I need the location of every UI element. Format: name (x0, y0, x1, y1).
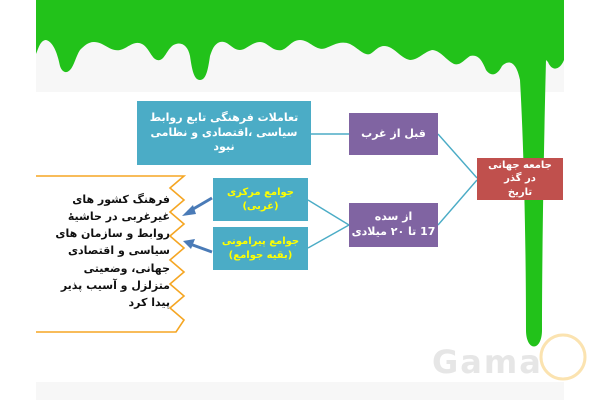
node-cultural-interactions: تعاملات فرهنگی تابع روابط سیاسی ،اقتصادی… (137, 101, 311, 165)
connector-century-periphery (307, 224, 350, 249)
arrow-periphery-shaft (189, 242, 213, 254)
result-text: فرهنگ کشور های غیرغربی در حاشیهٔ روابط و… (55, 193, 170, 309)
node-century-line1: از سده (374, 210, 413, 224)
orange-bracket (36, 175, 187, 333)
arrow-center-head (182, 205, 196, 216)
node-central-line2: (غربی) (242, 200, 279, 212)
result-text-block: فرهنگ کشور های غیرغربی در حاشیهٔ روابط و… (40, 178, 178, 324)
connector-century-center (307, 199, 350, 226)
arrows (182, 196, 213, 254)
node-cultural-line2: سیاسی ،اقتصادی و نظامی نبود (150, 125, 298, 154)
connector-lines (307, 133, 478, 249)
node-peripheral-line1: جوامع پیرامونی (221, 236, 300, 247)
connector-root-century (437, 179, 478, 226)
node-cultural-line1: تعاملات فرهنگی تابع روابط (149, 110, 299, 124)
node-century-line2: 17 تا ۲۰ میلادی (351, 225, 436, 238)
node-global-society: جامعه جهانی در گذر تاریخ (477, 158, 563, 200)
green-slime (36, 0, 564, 347)
watermark-ring (539, 333, 587, 381)
node-global-society-line2: تاریخ (507, 186, 533, 198)
node-before-west-label: قبل از غرب (361, 126, 426, 140)
node-central-societies: جوامع مرکزی (غربی) (213, 178, 308, 221)
node-global-society-line1: جامعه جهانی در گذر (488, 159, 552, 185)
node-century: از سده 17 تا ۲۰ میلادی (349, 203, 438, 247)
node-peripheral-societies: جوامع پیرامونی (بقیه جوامع) (213, 227, 308, 270)
node-central-line1: جوامع مرکزی (226, 187, 295, 198)
connector-root-before (437, 133, 478, 179)
watermark-logo: Gama (432, 343, 543, 381)
node-peripheral-line2: (بقیه جوامع) (228, 249, 293, 261)
arrow-periphery-head (183, 239, 195, 249)
node-before-west: قبل از غرب (349, 113, 438, 155)
